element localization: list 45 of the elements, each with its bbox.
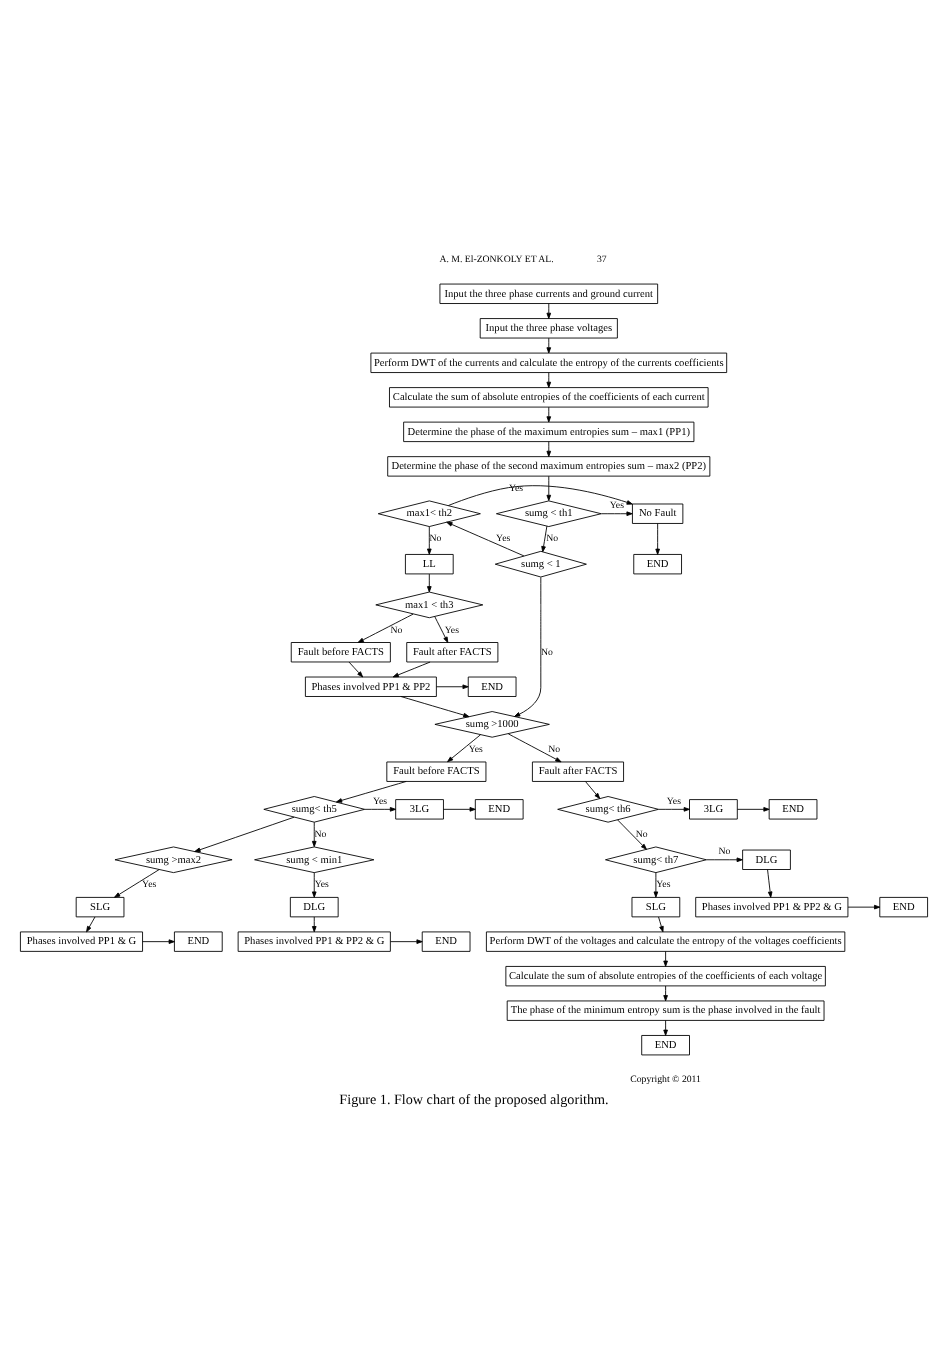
arrow — [390, 938, 423, 943]
arrow — [658, 806, 690, 811]
arrow — [357, 612, 414, 642]
arrow — [434, 615, 449, 642]
arrow — [655, 522, 660, 554]
arrow — [194, 815, 295, 851]
arrow — [311, 915, 317, 932]
arrow — [663, 950, 668, 966]
arrow — [541, 524, 548, 552]
arrow — [447, 733, 482, 762]
arrow — [86, 915, 96, 932]
arrow — [142, 938, 175, 943]
arrow — [311, 871, 317, 897]
arrow — [767, 868, 773, 897]
arrow — [507, 732, 562, 762]
arrow — [446, 520, 525, 556]
arrow — [392, 660, 431, 677]
arrow — [546, 336, 552, 353]
arrow — [546, 302, 552, 318]
arrow — [736, 806, 770, 811]
arrow — [705, 856, 743, 862]
arrow — [514, 575, 542, 716]
arrow — [847, 903, 881, 909]
arrow — [546, 405, 552, 422]
arrow — [546, 371, 552, 387]
arrow — [427, 572, 432, 592]
arrow — [427, 525, 432, 554]
arrow — [663, 1019, 668, 1035]
arrow — [443, 806, 476, 811]
arrow — [447, 484, 633, 505]
arrow — [364, 806, 397, 811]
arrow — [617, 818, 647, 849]
arrow — [336, 780, 407, 802]
arrow — [600, 510, 633, 516]
arrow — [400, 695, 470, 717]
arrow — [663, 984, 668, 1001]
arrow — [653, 871, 659, 897]
arrow — [546, 474, 552, 500]
arrow — [585, 780, 601, 798]
arrow — [658, 915, 664, 932]
arrow — [114, 868, 160, 897]
arrow — [348, 660, 364, 677]
arrow — [311, 820, 317, 847]
arrow — [546, 440, 552, 456]
arrow — [436, 683, 469, 689]
